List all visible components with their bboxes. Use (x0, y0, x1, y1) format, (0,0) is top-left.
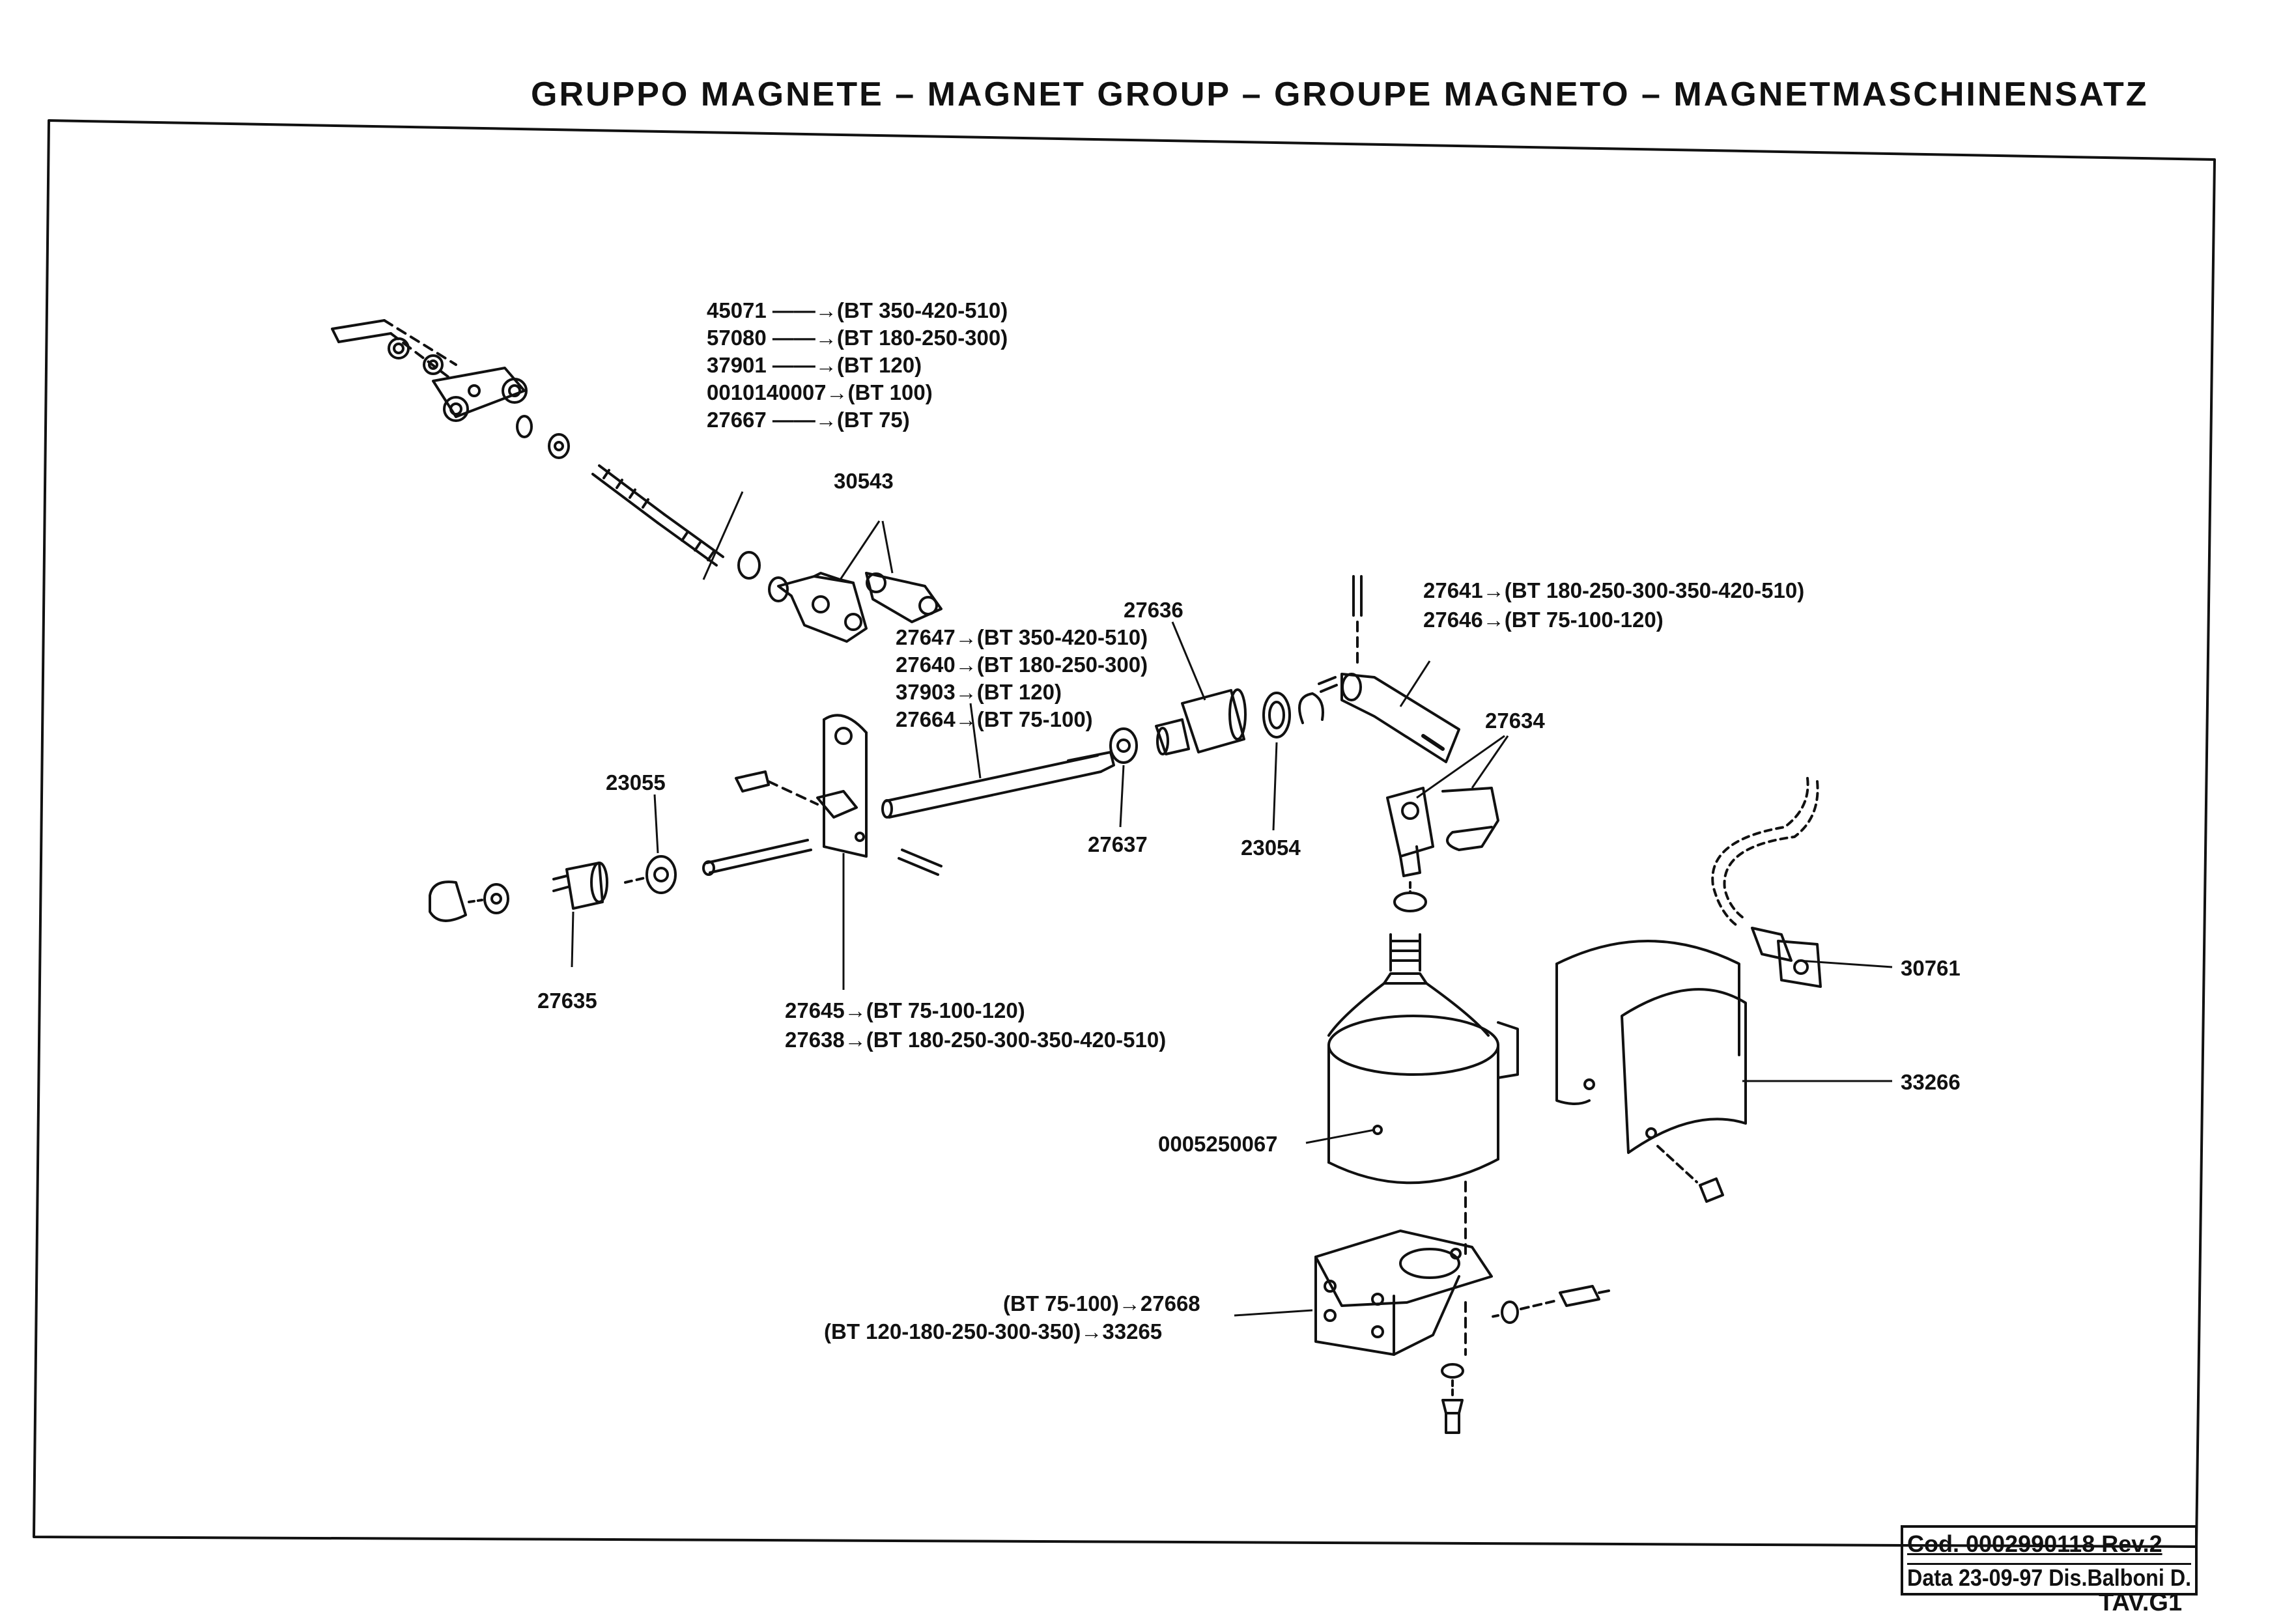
lock-nut (737, 551, 761, 580)
label-27640: 27640→(BT 180-250-300) (896, 653, 1148, 677)
threaded-rod (591, 464, 724, 567)
leader-30761 (1797, 959, 1893, 968)
leader-23054 (1272, 742, 1278, 831)
label-27664: 27664→(BT 75-100) (896, 707, 1093, 731)
roll-pin (1352, 575, 1363, 617)
table-number: TAV.G1 (2099, 1589, 2183, 1616)
label-27668: (BT 75-100)→27668 (1003, 1291, 1200, 1315)
label-37903: 37903→(BT 120) (896, 680, 1062, 704)
ball-bearing (1262, 692, 1291, 738)
mounting-bracket (1314, 1230, 1493, 1356)
drawing-date-author: Data 23-09-97 Dis.Balboni D. (1907, 1564, 2192, 1591)
label-27634: 27634 (1485, 709, 1545, 733)
label-0005250067: 0005250067 (1158, 1132, 1278, 1156)
circlip (1298, 692, 1324, 724)
pin-rod (702, 839, 812, 876)
nut (548, 433, 570, 459)
label-37901: 37901 ——→(BT 120) (707, 353, 922, 377)
leader-27637 (1119, 765, 1125, 828)
bushing (645, 855, 677, 894)
vertical-link (816, 714, 868, 858)
label-57080: 57080 ——→(BT 180-250-300) (707, 326, 1008, 350)
cotter-pin (898, 849, 942, 876)
label-0010140007: 0010140007→(BT 100) (707, 380, 933, 404)
shield-screw (1699, 1177, 1724, 1203)
label-23055: 23055 (606, 770, 666, 794)
solenoid-clevis (1386, 787, 1499, 877)
long-shaft (881, 751, 1115, 819)
label-27645: 27645→(BT 75-100-120) (785, 998, 1025, 1022)
magnet-shield (1555, 940, 1747, 1154)
label-27647: 27647→(BT 350-420-510) (896, 625, 1148, 649)
title-block: Cod. 0002990118 Rev.2 Data 23-09-97 Dis.… (1901, 1525, 2198, 1596)
lock-washer (1441, 1363, 1464, 1379)
leader-27668-33265 (1234, 1309, 1313, 1317)
cap-nut (429, 880, 467, 922)
label-27635: 27635 (537, 989, 597, 1013)
leader-27634-b (1471, 735, 1509, 789)
label-27638: 27638→(BT 180-250-300-350-420-510) (785, 1028, 1167, 1052)
small-bolt (735, 770, 770, 793)
spacer-boss (552, 862, 608, 910)
label-33266: 33266 (1901, 1070, 1961, 1094)
label-30543: 30543 (834, 469, 894, 493)
hex-nut (1109, 727, 1138, 764)
label-27636: 27636 (1124, 598, 1183, 622)
label-45071: 45071 ——→(BT 350-420-510) (707, 298, 1008, 322)
flat-washer (483, 883, 509, 914)
leader-27634-a (1416, 735, 1505, 799)
washer (516, 415, 533, 438)
solenoid (1327, 933, 1519, 1185)
leader-27635 (571, 911, 574, 968)
leader-27667 (702, 491, 744, 580)
label-27637: 27637 (1088, 832, 1148, 856)
leader-27636 (1171, 621, 1206, 701)
leader-23055 (653, 794, 659, 854)
leader-27647 (969, 703, 982, 779)
label-33265: (BT 120-180-250-300-350)→33265 (824, 1319, 1163, 1343)
label-27667: 27667 ——→(BT 75) (707, 408, 910, 432)
nut-small (1393, 892, 1427, 912)
page-title: GRUPPO MAGNETE – MAGNET GROUP – GROUPE M… (531, 76, 2149, 113)
label-27646: 27646→(BT 75-100-120) (1423, 608, 1664, 632)
label-30761: 30761 (1901, 956, 1961, 980)
side-bolt (1559, 1285, 1610, 1307)
clevis-fork (768, 572, 942, 643)
bottom-screw (1441, 1399, 1464, 1434)
linkage-strap (331, 319, 528, 422)
leader-27641 (1399, 660, 1431, 707)
bearing-housing (1155, 688, 1247, 755)
drawing-code: Cod. 0002990118 Rev.2 (1907, 1530, 2191, 1565)
leader-0005250067 (1305, 1129, 1375, 1144)
label-23054: 23054 (1241, 836, 1301, 860)
leader-30543-b (881, 520, 894, 574)
leader-30543-a (839, 520, 881, 580)
cable-connector (1711, 777, 1822, 988)
pivot-arm (1318, 673, 1460, 763)
label-27641: 27641→(BT 180-250-300-350-420-510) (1423, 578, 1805, 602)
